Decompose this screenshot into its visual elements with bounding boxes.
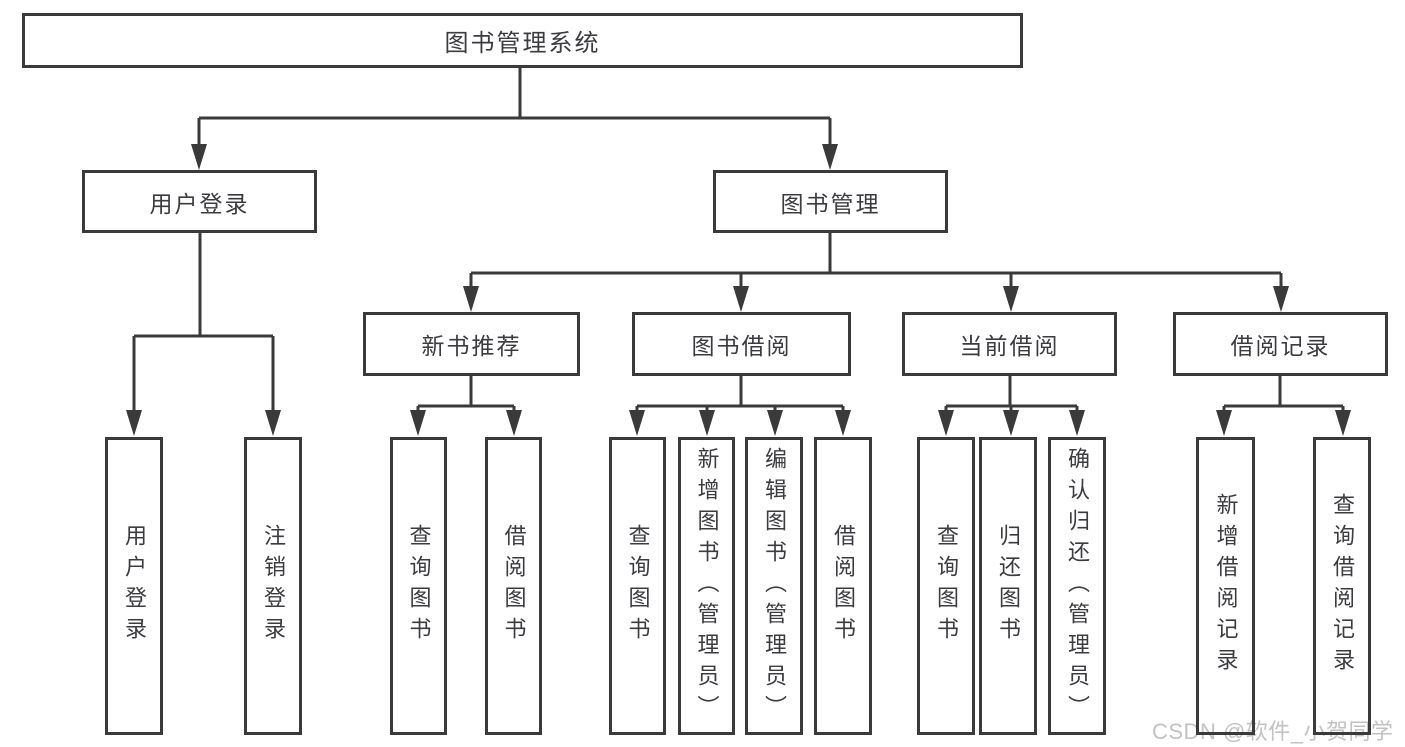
leaf-user-login: 用户登录 [105,437,163,735]
node-book-mgmt-branch: 图书管理 [713,170,948,233]
arrow-down-icon [1003,286,1019,312]
node-label: 确认归还（管理员） [1065,446,1090,726]
node-label: 查询借阅记录 [1330,493,1355,679]
arrow-down-icon [629,410,645,436]
arrow-down-icon [506,410,522,436]
arrow-down-icon [1216,410,1232,436]
node-user-login-branch: 用户登录 [82,170,317,233]
arrow-down-icon [733,286,749,312]
node-library-mgmt-system: 图书管理系统 [22,13,1023,68]
arrow-down-icon [191,144,207,170]
node-label: 查询图书 [406,524,432,648]
node-label: 当前借阅 [959,333,1060,359]
connector-book-borrow-to-children [629,376,851,436]
arrow-down-icon [699,410,715,436]
arrow-down-icon [1335,410,1351,436]
node-label: 编辑图书（管理员） [762,446,787,726]
arrow-down-icon [1003,410,1019,436]
arrow-down-icon [463,286,479,312]
connector-current-borrow-to-children [938,376,1085,436]
arrow-down-icon [1069,410,1085,436]
arrow-down-icon [835,410,851,436]
leaf-add-borrow-record: 新增借阅记录 [1196,437,1255,735]
leaf-newrec-search-books: 查询图书 [390,437,447,735]
arrow-down-icon [410,410,426,436]
node-label: 新增图书（管理员） [694,446,720,726]
leaf-newrec-borrow-books: 借阅图书 [485,437,542,735]
connector-user-login-to-children [126,233,281,436]
leaf-logout: 注销登录 [244,437,302,735]
arrow-down-icon [938,410,954,436]
node-label: 注销登录 [261,524,286,648]
node-book-borrow: 图书借阅 [632,312,851,376]
node-label: 查询图书 [934,524,959,648]
leaf-edit-books-admin: 编辑图书（管理员） [745,437,803,735]
watermark: CSDN @软件_小贺同学 [1152,719,1394,744]
node-new-book-rec: 新书推荐 [363,312,580,376]
arrow-down-icon [767,410,783,436]
node-label: 查询图书 [625,524,651,648]
leaf-borrow-borrow-books: 借阅图书 [814,437,872,735]
arrow-down-icon [265,410,281,436]
connector-borrow-records-to-children [1216,376,1351,436]
node-label: 借阅图书 [831,524,856,648]
connector-book-mgmt-to-level3 [463,233,1289,312]
leaf-borrow-search-books: 查询图书 [609,437,666,735]
leaf-return-books: 归还图书 [979,437,1037,735]
arrow-down-icon [822,144,838,170]
arrow-down-icon [126,410,142,436]
node-label: 图书管理系统 [444,30,601,57]
node-label: 归还图书 [996,524,1021,648]
leaf-confirm-return-admin: 确认归还（管理员） [1048,437,1106,735]
node-label: 图书管理 [780,190,881,217]
leaf-current-search-books: 查询图书 [917,437,975,735]
node-label: 用户登录 [122,524,147,648]
node-label: 图书借阅 [691,333,792,359]
node-label: 借阅图书 [501,524,527,648]
connector-new-book-rec-to-children [410,376,522,436]
node-label: 用户登录 [149,190,250,217]
node-current-borrow: 当前借阅 [902,312,1117,376]
arrow-down-icon [1273,286,1289,312]
node-label: 借阅记录 [1230,333,1331,359]
leaf-search-borrow-record: 查询借阅记录 [1313,437,1371,735]
connector-root-to-level2 [191,68,838,170]
node-label: 新书推荐 [421,333,522,359]
node-label: 新增借阅记录 [1213,493,1239,679]
node-borrow-records: 借阅记录 [1173,312,1388,376]
leaf-add-books-admin: 新增图书（管理员） [678,437,735,735]
